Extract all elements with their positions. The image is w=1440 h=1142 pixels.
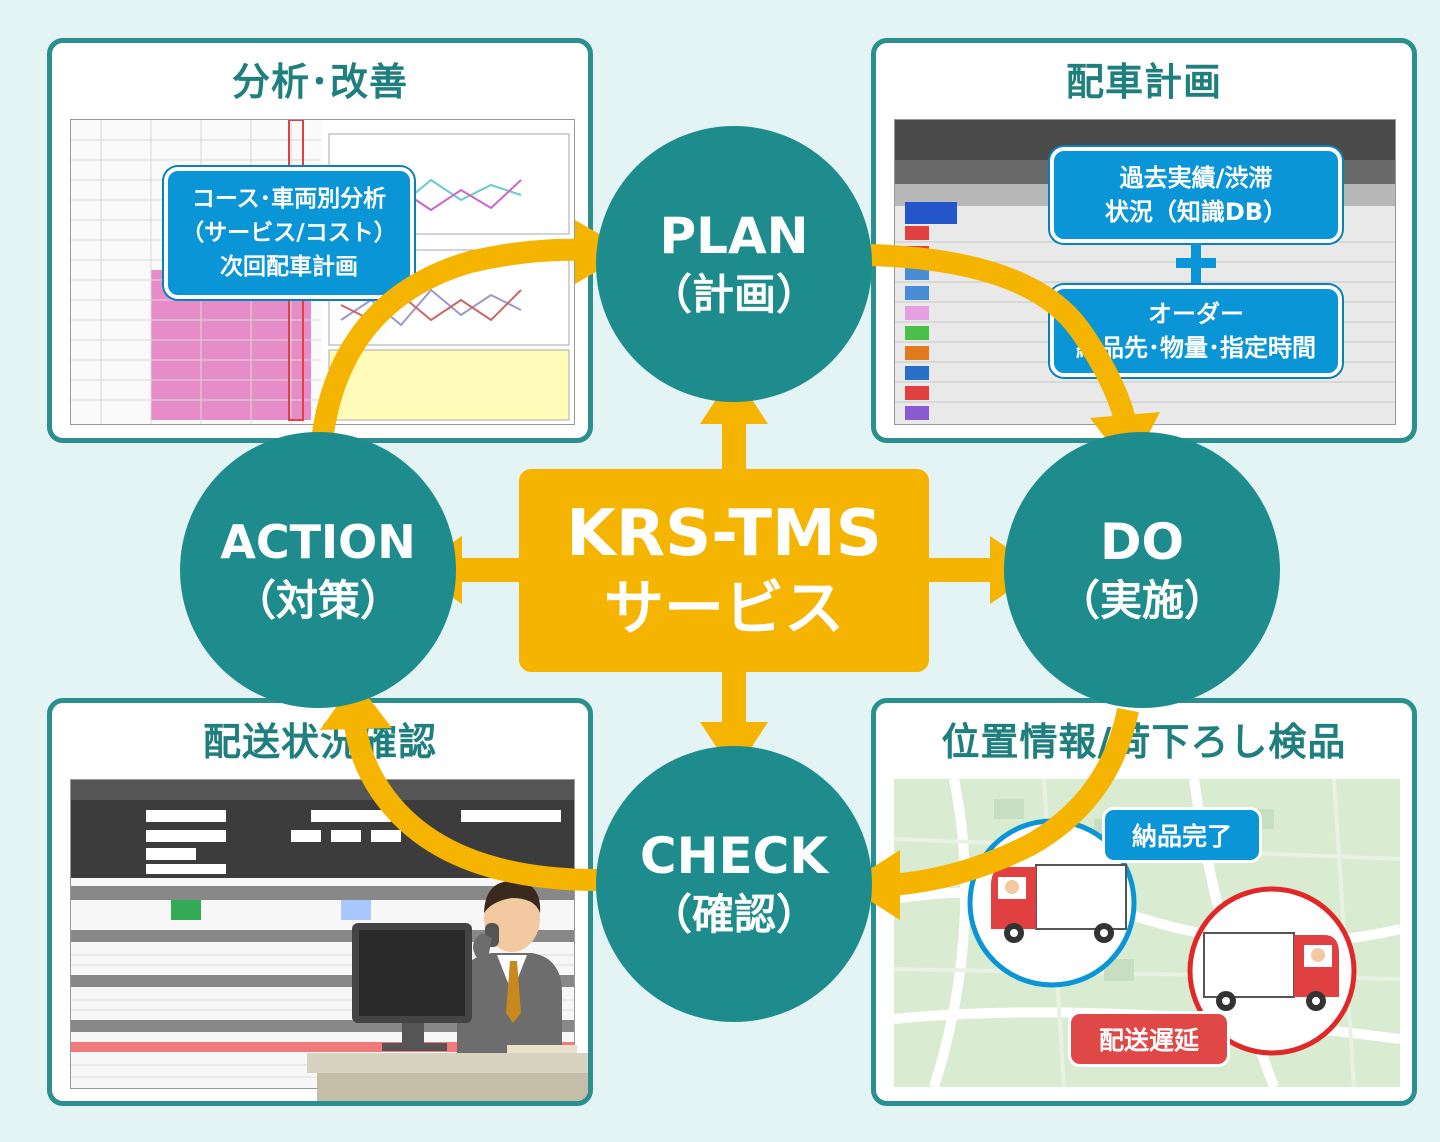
dispatch-callout-history: 過去実績/渋滞 状況（知識DB） xyxy=(1050,147,1342,243)
analysis-callout: コース･車両別分析 （サービス/コスト） 次回配車計画 xyxy=(164,167,414,299)
center-title: KRS-TMS xyxy=(566,496,882,571)
check-circle: CHECK （確認） xyxy=(596,746,872,1022)
center-subtitle: サービス xyxy=(604,573,844,644)
plan-label: PLAN xyxy=(659,207,809,265)
panel-dispatch: 配車計画 xyxy=(871,38,1417,443)
delayed-tag: 配送遅延 xyxy=(1068,1011,1230,1067)
analysis-callout-line2: （サービス/コスト） xyxy=(181,220,397,246)
plan-label-jp: （計画） xyxy=(649,270,818,319)
panel-location: 位置情報/荷下ろし検品 xyxy=(871,698,1417,1106)
action-label: ACTION xyxy=(220,515,416,569)
operator-illustration xyxy=(307,881,588,1101)
action-label-jp: （対策） xyxy=(233,576,402,625)
do-circle: DO （実施） xyxy=(1004,432,1280,708)
dispatch-callout-order-line1: オーダー xyxy=(1148,300,1244,328)
truck-delivered-icon xyxy=(967,818,1137,988)
dispatch-callout-history-line2: 状況（知識DB） xyxy=(1104,198,1288,226)
do-label: DO xyxy=(1099,513,1184,571)
analysis-callout-line3: 次回配車計画 xyxy=(220,254,358,280)
center-service-box: KRS-TMS サービス xyxy=(519,469,929,672)
do-label-jp: （実施） xyxy=(1057,576,1226,625)
plan-circle: PLAN （計画） xyxy=(596,126,872,402)
truck-delayed-icon xyxy=(1187,886,1357,1056)
action-circle: ACTION （対策） xyxy=(180,432,456,708)
check-label: CHECK xyxy=(639,827,829,885)
dispatch-callout-history-line1: 過去実績/渋滞 xyxy=(1119,164,1273,192)
panel-analysis-title: 分析･改善 xyxy=(231,60,408,104)
panel-dispatch-title: 配車計画 xyxy=(1065,60,1222,104)
delivered-tag: 納品完了 xyxy=(1102,807,1262,863)
panel-location-title: 位置情報/荷下ろし検品 xyxy=(941,720,1347,764)
panel-analysis: 分析･改善 コース･車両別分 xyxy=(47,38,593,443)
panel-status-title: 配送状況確認 xyxy=(202,720,437,764)
check-label-jp: （確認） xyxy=(649,890,818,939)
plus-icon xyxy=(1172,239,1220,287)
dispatch-callout-order-line2: 納品先･物量･指定時間 xyxy=(1076,334,1316,362)
analysis-callout-line1: コース･車両別分析 xyxy=(191,186,387,212)
